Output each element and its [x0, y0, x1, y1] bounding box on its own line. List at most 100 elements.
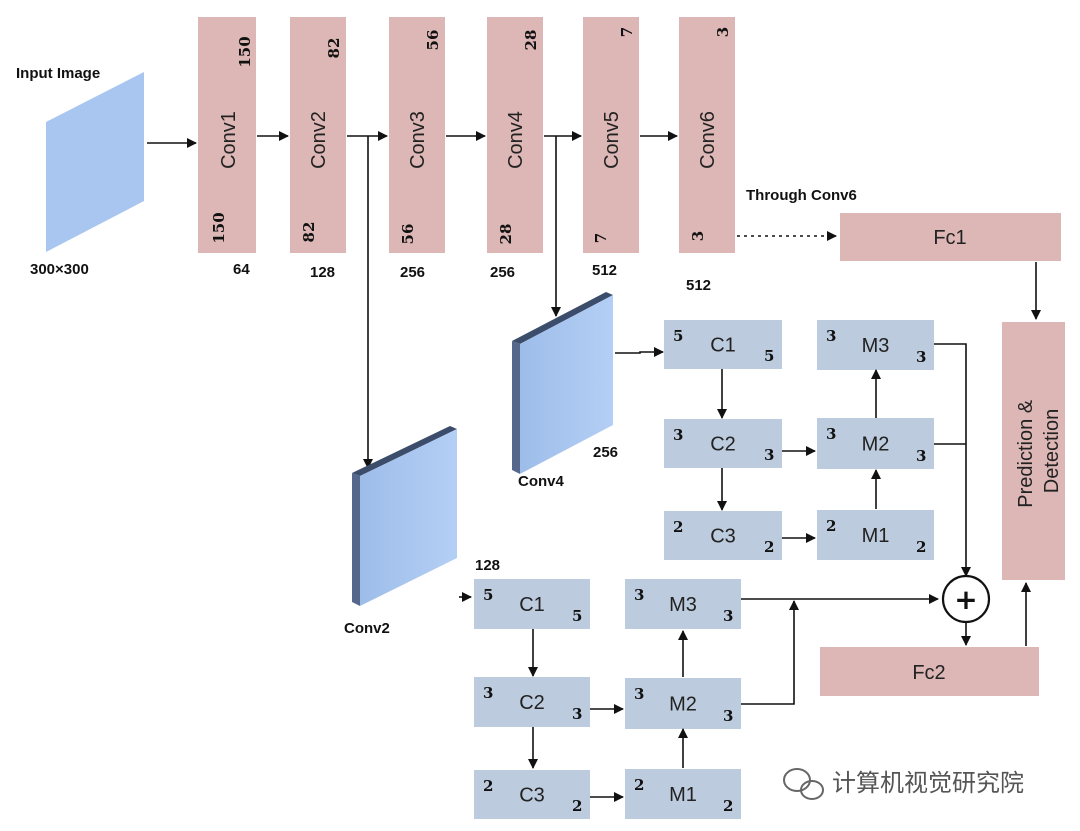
- upper-m1-dim-top: 2: [826, 517, 836, 535]
- upper-m2-dim-bottom: 3: [916, 447, 926, 465]
- upper-c1-module: C1 5 5: [664, 320, 782, 369]
- upper-c1-dim-bottom: 5: [764, 347, 774, 365]
- branch-arrows: [459, 262, 1041, 802]
- conv2-channels: 128: [310, 264, 335, 281]
- conv5-block: Conv5 7 7: [583, 17, 639, 253]
- upper-c2-dim-bottom: 3: [764, 446, 774, 464]
- lower-m3-label: M3: [669, 594, 697, 616]
- conv3-dim-top: 56: [424, 30, 442, 51]
- upper-m3-module: M3 3 3: [817, 320, 934, 370]
- conv5-label: Conv5: [601, 111, 623, 169]
- lower-m3-dim-bottom: 3: [723, 607, 733, 625]
- lower-c1-label: C1: [519, 594, 545, 616]
- upper-c2-dim-top: 3: [673, 426, 683, 444]
- lower-c2-dim-bottom: 3: [572, 705, 582, 723]
- lower-c2-dim-top: 3: [483, 684, 493, 702]
- conv4-map-name: Conv4: [518, 473, 565, 490]
- main-chain-arrows: [147, 131, 837, 469]
- conv2-block: Conv2 82 82: [290, 17, 346, 253]
- lower-c1-module: C1 5 5: [474, 579, 590, 629]
- conv4-channels: 256: [490, 264, 515, 281]
- lower-m3-module: M3 3 3: [625, 579, 741, 629]
- upper-c3-dim-bottom: 2: [764, 538, 774, 556]
- through-conv6-label: Through Conv6: [746, 187, 857, 204]
- fc2-block: Fc2: [820, 647, 1039, 696]
- lower-m2-label: M2: [669, 694, 697, 716]
- upper-m3-dim-bottom: 3: [916, 348, 926, 366]
- plus-icon: +: [954, 583, 977, 616]
- conv1-dim-bottom: 150: [210, 212, 228, 243]
- input-image-size: 300×300: [30, 261, 89, 278]
- sum-node: +: [941, 574, 991, 624]
- conv1-label: Conv1: [218, 111, 240, 169]
- watermark-text: 计算机视觉研究院: [832, 769, 1024, 797]
- arrow-conv4map-c1: [615, 347, 664, 357]
- lower-c1-dim-top: 5: [483, 586, 493, 604]
- fc1-label: Fc1: [933, 227, 966, 249]
- lower-c1-dim-bottom: 5: [572, 607, 582, 625]
- conv3-dim-bottom: 56: [399, 224, 417, 245]
- upper-m1-label: M1: [862, 525, 890, 547]
- upper-m3-dim-top: 3: [826, 327, 836, 345]
- conv6-dim-bottom: 3: [689, 231, 707, 241]
- upper-c1-label: C1: [710, 335, 736, 357]
- upper-c2-label: C2: [710, 434, 736, 456]
- lower-m2-module: M2 3 3: [625, 678, 741, 729]
- lower-c3-dim-top: 2: [483, 777, 493, 795]
- lower-m2-dim-bottom: 3: [723, 707, 733, 725]
- conv4-dim-top: 28: [522, 30, 540, 51]
- upper-m2-dim-top: 3: [826, 425, 836, 443]
- conv4-map-channels: 256: [593, 444, 618, 461]
- conv4-feature-map: [512, 292, 613, 474]
- conv3-channels: 256: [400, 264, 425, 281]
- conv5-channels: 512: [592, 262, 617, 279]
- upper-c2-module: C2 3 3: [664, 419, 782, 468]
- conv6-dim-top: 3: [714, 27, 732, 37]
- lower-m3-dim-top: 3: [634, 586, 644, 604]
- conv2-map-channels: 128: [475, 557, 500, 574]
- upper-c1-dim-top: 5: [673, 327, 683, 345]
- conv1-dim-top: 150: [236, 36, 254, 67]
- conv1-block: Conv1 150 150: [198, 17, 256, 253]
- conv6-channels: 512: [686, 277, 711, 294]
- upper-m1-module: M1 2 2: [817, 510, 934, 560]
- conv5-dim-top: 7: [618, 27, 636, 37]
- conv2-feature-map: [352, 426, 457, 606]
- upper-c3-module: C3 2 2: [664, 511, 782, 560]
- upper-c3-label: C3: [710, 526, 736, 548]
- conv2-map-name: Conv2: [344, 620, 390, 637]
- conv4-label: Conv4: [505, 111, 527, 169]
- conv6-label: Conv6: [697, 111, 719, 169]
- arrow-lower-m2-join: [741, 600, 799, 705]
- conv3-block: Conv3 56 56: [389, 17, 445, 253]
- upper-m1-dim-bottom: 2: [916, 538, 926, 556]
- upper-c3-dim-top: 2: [673, 518, 683, 536]
- lower-c3-dim-bottom: 2: [572, 797, 582, 815]
- conv6-block: Conv6 3 3: [679, 17, 735, 253]
- watermark: 计算机视觉研究院: [783, 768, 1024, 800]
- lower-c3-label: C3: [519, 785, 545, 807]
- input-image-title: Input Image: [16, 65, 100, 82]
- conv2-dim-bottom: 82: [300, 222, 318, 243]
- fc2-label: Fc2: [912, 662, 945, 684]
- conv1-channels: 64: [233, 261, 250, 278]
- lower-m1-dim-bottom: 2: [723, 797, 733, 815]
- conv2-dim-top: 82: [325, 38, 343, 59]
- conv2-label: Conv2: [308, 111, 330, 169]
- upper-m3-label: M3: [862, 335, 890, 357]
- fc1-block: Fc1: [840, 213, 1061, 261]
- prediction-detection-block: Prediction & Detection: [1002, 322, 1065, 580]
- conv3-label: Conv3: [407, 111, 429, 169]
- lower-m2-dim-top: 3: [634, 685, 644, 703]
- conv5-dim-bottom: 7: [592, 233, 610, 243]
- lower-m1-label: M1: [669, 784, 697, 806]
- lower-c2-label: C2: [519, 692, 545, 714]
- wechat-icon: [783, 768, 824, 800]
- lower-c2-module: C2 3 3: [474, 677, 590, 727]
- lower-c3-module: C3 2 2: [474, 770, 590, 819]
- conv4-block: Conv4 28 28: [487, 17, 543, 253]
